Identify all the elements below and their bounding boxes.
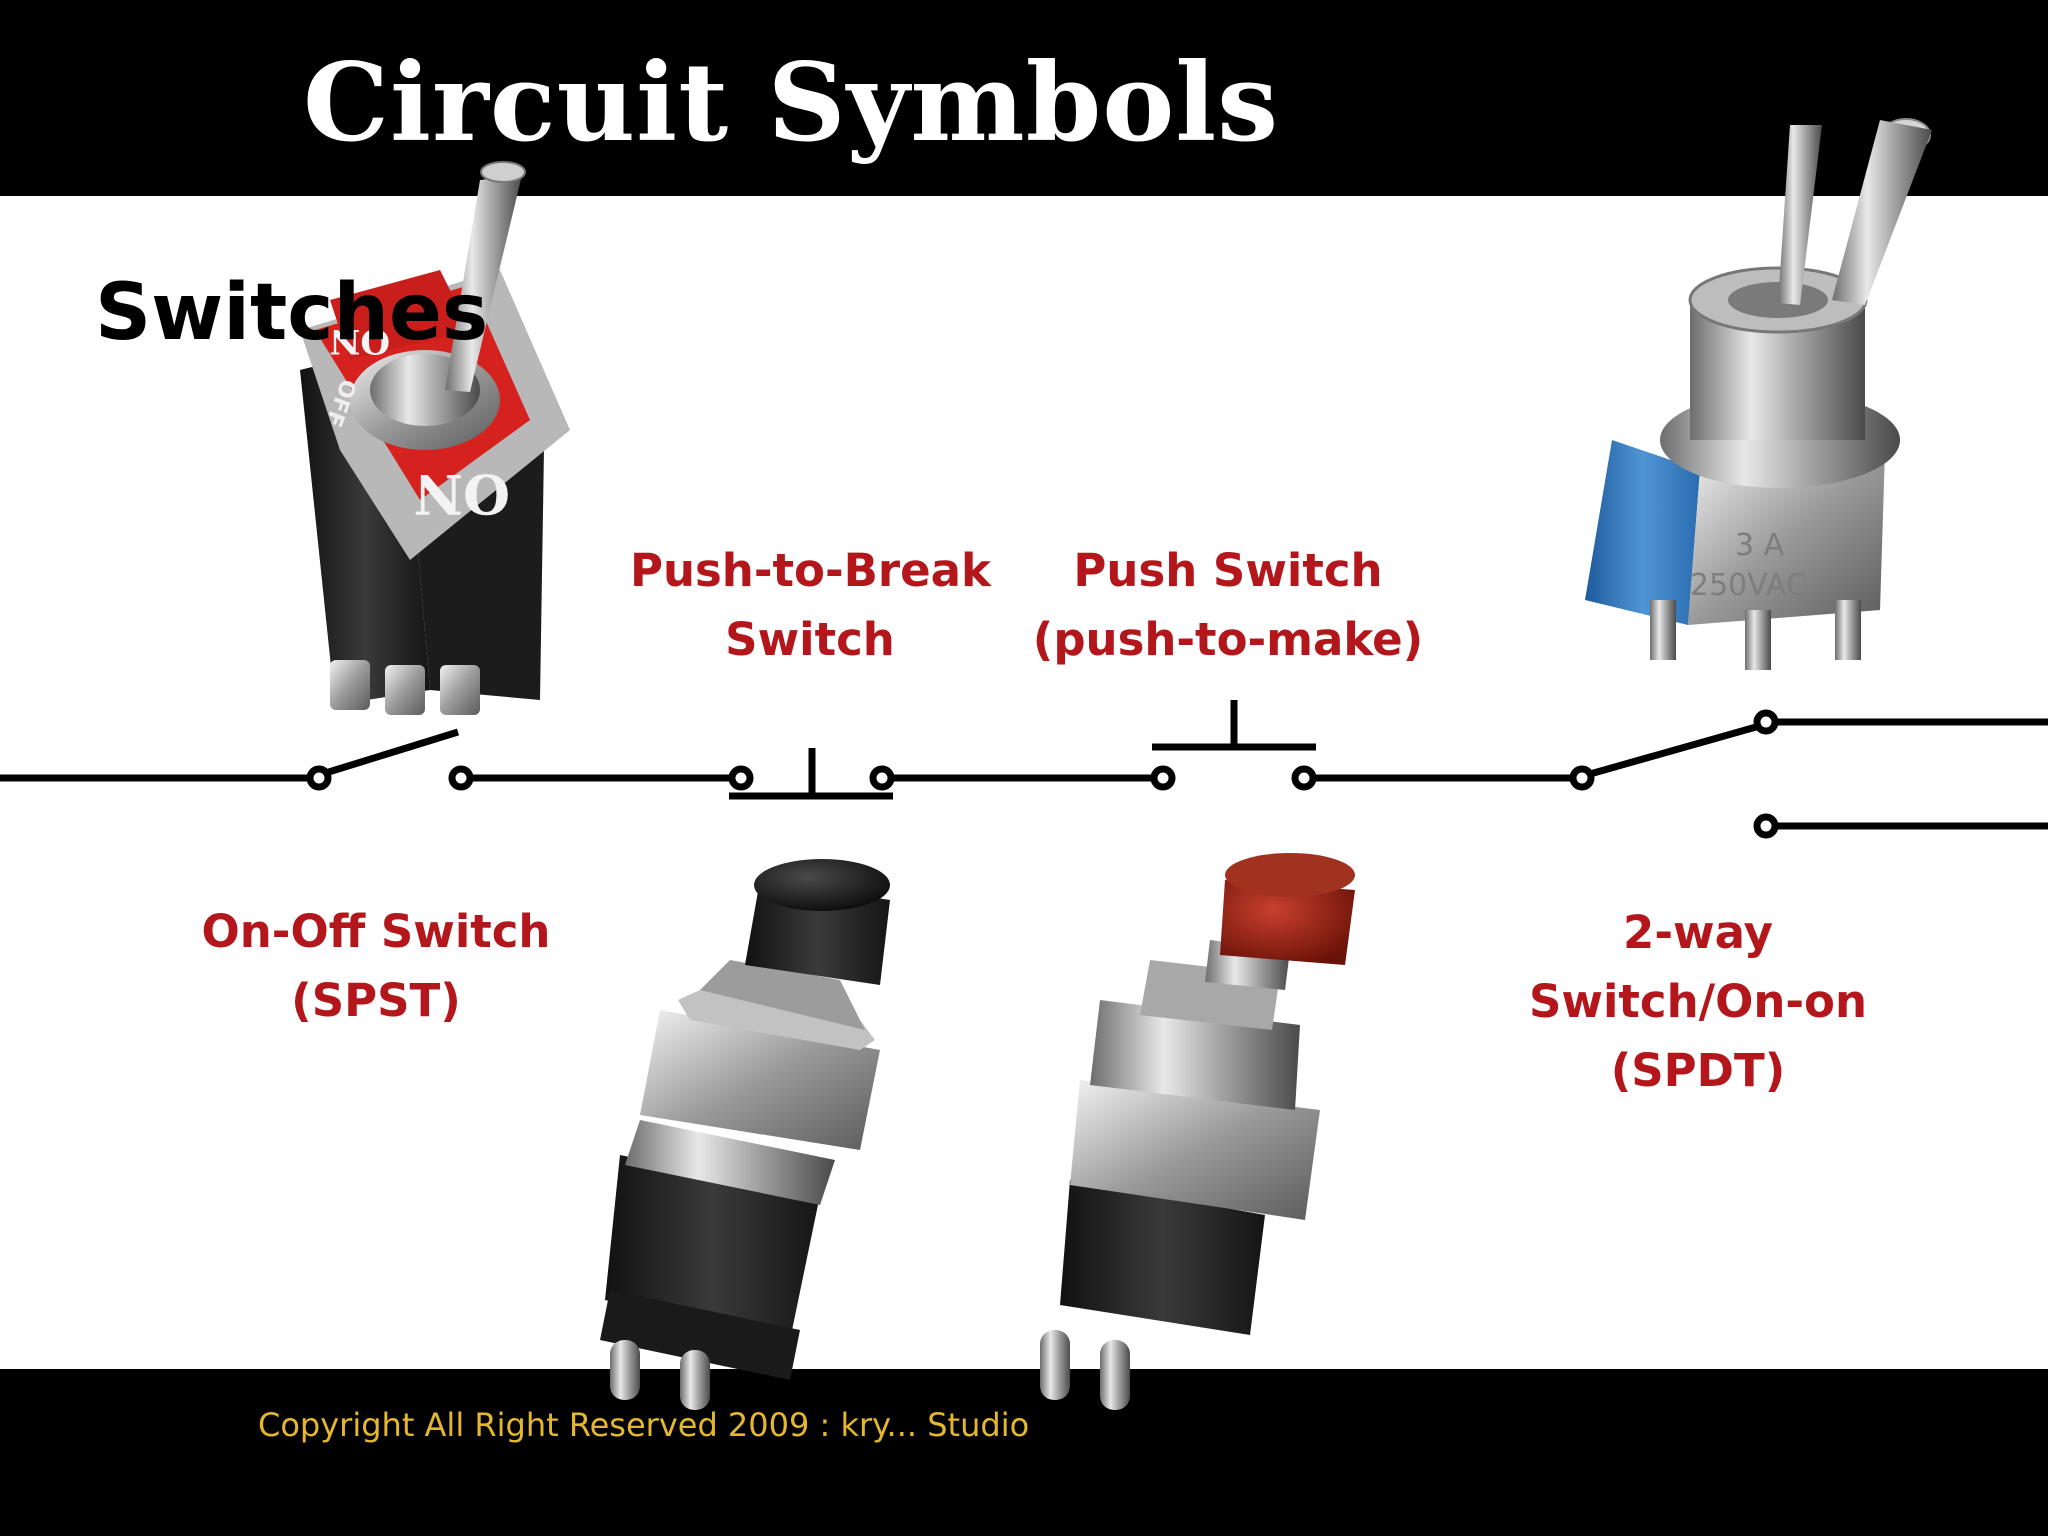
toggle-plate-text-top: ON [329, 321, 390, 361]
push-button-black [600, 859, 890, 1410]
spdt-terminal-upper [1753, 709, 1779, 735]
ptm-terminal-left [1150, 765, 1176, 791]
toggle-switch-body [300, 161, 570, 715]
copyright-footer: Copyright All Right Reserved 2009 : kry.… [258, 1406, 1030, 1444]
mini-toggle-text-1: 3 A [1735, 528, 1785, 563]
label-push-to-break: Push-to-Break Switch [630, 536, 991, 674]
label-line: (push-to-make) [1032, 613, 1424, 666]
push-button-red [1040, 853, 1355, 1410]
spst-terminal-left [306, 765, 332, 791]
slide-title: Circuit Symbols [303, 40, 1280, 166]
mini-toggle-switch-body [1585, 118, 1932, 670]
header-band [0, 0, 2048, 196]
spst-blade [317, 728, 460, 779]
label-on-off-switch: On-Off Switch (SPST) [193, 897, 559, 1035]
toggle-plate-text-bottom: ON [414, 462, 510, 526]
spdt-terminal-common [1569, 765, 1595, 791]
label-line: Switch [725, 613, 895, 666]
ptm-terminal-right [1291, 765, 1317, 791]
label-line: On-Off Switch [201, 905, 551, 958]
label-line: (SPDT) [1610, 1044, 1786, 1097]
spdt-terminal-lower [1753, 813, 1779, 839]
label-line: Switch/On-on [1529, 975, 1867, 1028]
label-push-switch: Push Switch (push-to-make) [1030, 536, 1426, 674]
spdt-blade [1589, 723, 1757, 778]
ptb-terminal-right [869, 765, 895, 791]
ptb-terminal-left [728, 765, 754, 791]
slide-subtitle: Switches [95, 268, 489, 358]
label-line: Push Switch [1073, 544, 1383, 597]
mini-toggle-text-2: 250VAC [1690, 568, 1807, 603]
footer-band [0, 1369, 2048, 1536]
label-two-way-switch: 2-way Switch/On-on (SPDT) [1505, 898, 1891, 1105]
label-line: Push-to-Break [630, 544, 991, 597]
label-line: (SPST) [291, 974, 461, 1027]
label-line: 2-way [1623, 906, 1773, 959]
